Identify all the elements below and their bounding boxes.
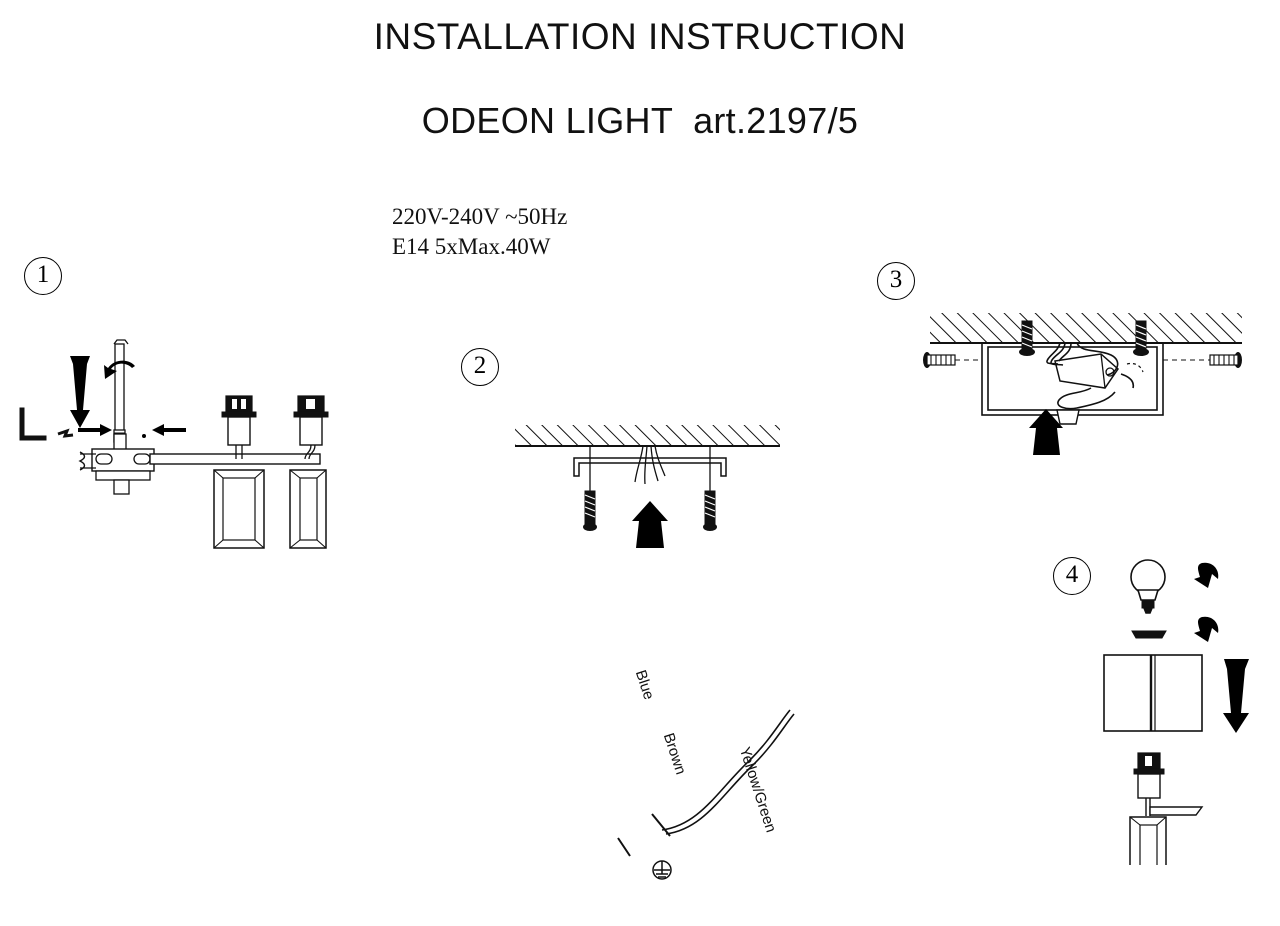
mounting-bracket-icon — [573, 457, 727, 477]
cable-icon — [661, 709, 795, 835]
screw-icon — [703, 490, 717, 531]
step-number-3: 3 — [877, 262, 915, 300]
lamp-shade-icon — [1103, 654, 1203, 732]
side-screw-icon — [1163, 352, 1242, 368]
specifications-block: 220V-240V ~50Hz E14 5xMax.40W — [392, 202, 567, 262]
shade-ring-icon — [1131, 630, 1167, 639]
lamp-shade-icon — [289, 469, 327, 549]
down-arrow-icon — [70, 356, 90, 428]
step-number-2: 2 — [461, 348, 499, 386]
lamp-socket-icon — [293, 395, 329, 460]
screw-icon — [583, 490, 597, 531]
step-1-figure — [19, 339, 329, 549]
center-rod-icon — [113, 339, 129, 443]
step-2-figure — [515, 425, 780, 548]
ceiling-hatch-icon — [515, 425, 780, 447]
lamp-shade-icon — [1129, 816, 1167, 865]
right-arrow-icon — [78, 424, 112, 436]
dot-marker — [142, 434, 146, 438]
rotate-arrow-icon — [104, 360, 135, 379]
lamp-shade-icon — [213, 469, 265, 549]
hook-arrow-icon — [57, 428, 74, 438]
rotate-arrow-icon — [1194, 616, 1219, 642]
step-number-4: 4 — [1053, 557, 1091, 595]
left-arrow-icon — [152, 424, 186, 436]
screw-icon — [1133, 320, 1149, 356]
horizontal-arm-icon — [149, 453, 321, 465]
lamp-socket-icon — [1133, 752, 1204, 816]
base-tab-icon — [1056, 409, 1080, 425]
ceiling-wires-icon — [634, 445, 666, 485]
terminal-wires-icon — [1046, 342, 1135, 410]
up-arrow-icon — [632, 501, 668, 548]
step-3-figure — [923, 313, 1242, 455]
step-4-figure — [1103, 559, 1249, 865]
screw-icon — [1019, 320, 1035, 356]
ceiling-hatch-icon — [930, 313, 1242, 344]
bulb-icon — [1130, 559, 1166, 614]
page-title: INSTALLATION INSTRUCTION — [373, 16, 907, 57]
spec-lamp: E14 5xMax.40W — [392, 234, 551, 259]
rotate-arrow-icon — [1194, 562, 1219, 588]
side-screw-icon — [923, 352, 982, 368]
earth-ground-icon — [652, 860, 672, 880]
cable-end-icon — [651, 813, 671, 837]
step-number-1: 1 — [24, 257, 62, 295]
down-arrow-icon — [1223, 659, 1249, 733]
wiring-diagram — [617, 709, 795, 880]
up-arrow-icon — [1029, 409, 1063, 455]
wire-tick-icon — [617, 837, 631, 857]
spark-lines — [1126, 362, 1144, 373]
center-hub-icon — [78, 433, 155, 495]
lamp-socket-icon — [221, 395, 257, 459]
allen-key-icon — [19, 407, 47, 441]
product-title: ODEON LIGHT art.2197/5 — [421, 100, 859, 141]
spec-voltage: 220V-240V ~50Hz — [392, 204, 568, 229]
terminal-block-icon — [1054, 353, 1119, 389]
